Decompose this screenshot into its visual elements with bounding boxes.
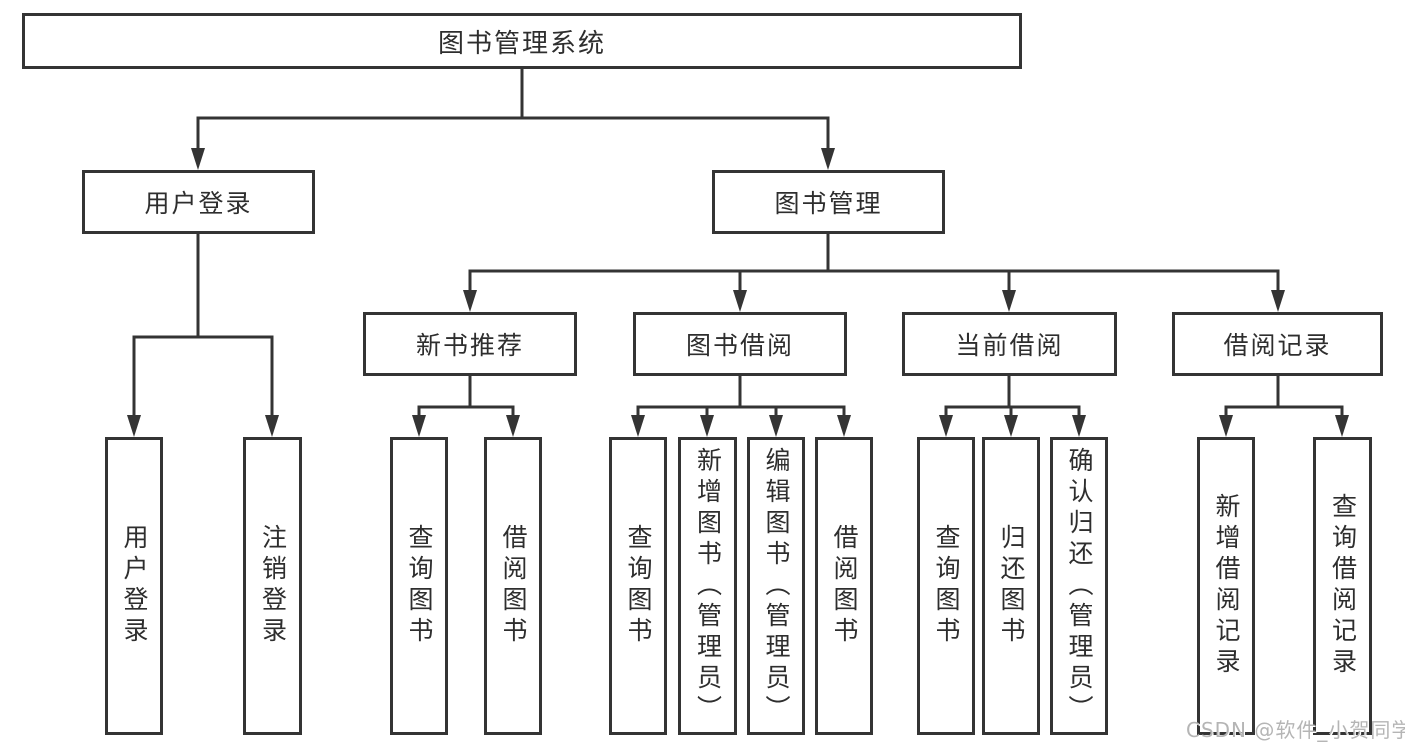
node-book-management: 图书管理 (712, 170, 945, 234)
leaf-borrow-book-1: 借阅图书 (484, 437, 542, 735)
leaf-query-book-1: 查询图书 (390, 437, 448, 735)
node-borrow-records: 借阅记录 (1172, 312, 1383, 376)
leaf-return-book: 归还图书 (982, 437, 1040, 735)
leaf-confirm-return-admin: 确认归还（管理员） (1050, 437, 1108, 735)
node-book-borrow: 图书借阅 (633, 312, 847, 376)
leaf-query-book-2: 查询图书 (609, 437, 667, 735)
leaf-add-book-admin: 新增图书（管理员） (678, 437, 737, 735)
leaf-user-login: 用户登录 (105, 437, 163, 735)
leaf-query-book-3: 查询图书 (917, 437, 975, 735)
leaf-logout: 注销登录 (243, 437, 302, 735)
leaf-borrow-book-2: 借阅图书 (815, 437, 873, 735)
arrowheads (127, 148, 1349, 437)
node-user-login: 用户登录 (82, 170, 315, 234)
leaf-edit-book-admin: 编辑图书（管理员） (747, 437, 805, 735)
leaf-query-borrow-record: 查询借阅记录 (1313, 437, 1372, 735)
node-new-book-recommend: 新书推荐 (363, 312, 577, 376)
node-root: 图书管理系统 (22, 13, 1022, 69)
leaf-add-borrow-record: 新增借阅记录 (1197, 437, 1255, 735)
csdn-watermark: CSDN @软件_小贺同学 (1186, 718, 1405, 742)
node-current-borrow: 当前借阅 (902, 312, 1117, 376)
